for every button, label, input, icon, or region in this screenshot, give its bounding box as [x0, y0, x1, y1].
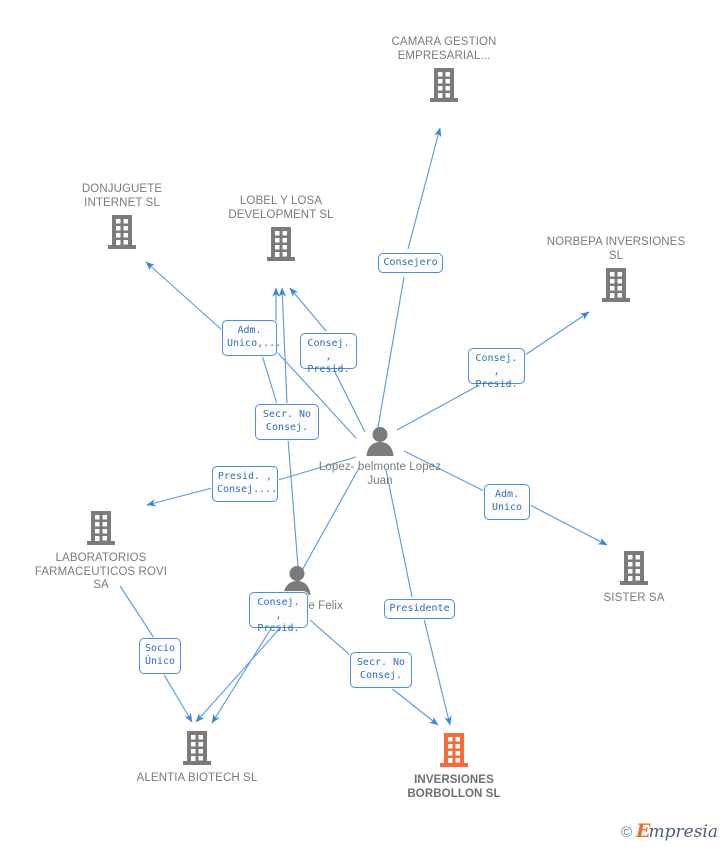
- edge-lopez-norbepa-upper: [524, 311, 590, 356]
- relation-label-consejero[interactable]: Consejero: [378, 253, 443, 273]
- relation-label-consej-presid-norbepa[interactable]: Consej. , Presid.: [468, 348, 525, 390]
- edge-lopez-rovi-left: [146, 487, 213, 507]
- copyright-icon: ©: [620, 823, 633, 841]
- building-icon: [384, 730, 524, 772]
- edge-adm-unico-down: [261, 354, 278, 405]
- edge-lopez-alentia-lower: [211, 626, 273, 724]
- edge-lopez-borbollon-upper: [385, 469, 413, 598]
- node-inversiones-borbollon-sl[interactable]: INVERSIONES BORBOLLON SL: [384, 730, 524, 801]
- edge-socio-alentia: [162, 672, 193, 723]
- relation-label-consej-presid-lobel[interactable]: Consej. , Presid.: [300, 333, 357, 375]
- person-icon: [310, 425, 450, 459]
- edge-merino-secr: [309, 619, 351, 656]
- edge-lopez-borbollon-lower: [423, 618, 452, 726]
- node-camara-gestion-empresarial[interactable]: CAMARA GESTION EMPRESARIAL...: [374, 36, 514, 107]
- node-alentia-biotech-sl[interactable]: ALENTIA BIOTECH SL: [127, 728, 267, 786]
- node-label-lobel: LOBEL Y LOSA DEVELOPMENT SL: [228, 195, 334, 221]
- edge-lopez-lobel-upper: [289, 287, 327, 332]
- edge-lopez-camara-upper: [407, 127, 442, 250]
- edge-rovi-socio: [119, 585, 155, 639]
- edge-merino-alentia: [195, 626, 282, 723]
- node-label-person-lopez: Lopez- belmonte Lopez Juan: [318, 461, 442, 487]
- relation-label-secr-no-consej-lobel[interactable]: Secr. No Consej.: [255, 404, 319, 440]
- node-label-alentia: ALENTIA BIOTECH SL: [136, 772, 258, 784]
- edge-secr-borbollon: [389, 686, 439, 726]
- watermark-brand-rest: mpresia: [648, 822, 719, 842]
- edge-lopez-sister-lower: [529, 504, 608, 546]
- node-label-camara: CAMARA GESTION EMPRESARIAL...: [391, 36, 497, 62]
- edge-merino-lobel-upper: [278, 287, 288, 405]
- building-icon: [211, 224, 351, 266]
- node-label-rovi: LABORATORIOS FARMACEUTICOS ROVI SA: [34, 552, 168, 591]
- relation-label-socio-unico[interactable]: Socio Único: [139, 638, 181, 674]
- node-norbepa-inversiones-sl[interactable]: NORBEPA INVERSIONES SL: [546, 236, 686, 307]
- building-icon: [31, 508, 171, 550]
- relation-label-adm-unico-sister[interactable]: Adm. Unico: [484, 484, 530, 520]
- node-person-lopezbelmonte-lopez-juan[interactable]: Lopez- belmonte Lopez Juan: [310, 425, 450, 488]
- node-label-sister: SISTER SA: [603, 592, 665, 604]
- node-label-norbepa: NORBEPA INVERSIONES SL: [546, 236, 686, 262]
- edge-lopez-camara-lower: [376, 276, 405, 434]
- node-sister-sa[interactable]: SISTER SA: [564, 548, 704, 606]
- person-icon: [227, 564, 367, 598]
- building-icon: [127, 728, 267, 770]
- relation-label-secr-no-consej-borbollon[interactable]: Secr. No Consej.: [350, 652, 412, 688]
- building-icon: [374, 65, 514, 107]
- relation-label-presidente[interactable]: Presidente: [384, 599, 455, 619]
- empresia-watermark: © Empresia: [621, 822, 718, 842]
- node-laboratorios-farmaceuticos-rovi-sa[interactable]: LABORATORIOS FARMACEUTICOS ROVI SA: [31, 508, 171, 593]
- edge-lopez-norbepa-lower: [396, 382, 484, 431]
- relation-label-adm-unico-multi[interactable]: Adm. Unico,...: [222, 320, 281, 356]
- building-icon: [564, 548, 704, 590]
- relation-label-consej-presid-merino[interactable]: Consej. , Presid.: [249, 592, 308, 634]
- edge-lopez-donjuguete-upper: [145, 261, 223, 331]
- relation-label-presid-consej-rovi[interactable]: Presid. , Consej....: [212, 466, 278, 502]
- node-donjuguete-internet-sl[interactable]: DONJUGUETE INTERNET SL: [52, 183, 192, 254]
- node-label-borbollon: INVERSIONES BORBOLLON SL: [407, 774, 501, 800]
- building-icon: [52, 212, 192, 254]
- edge-lopez-lobel-lower: [333, 369, 366, 433]
- node-label-donjuguete: DONJUGUETE INTERNET SL: [81, 183, 163, 209]
- node-lobel-y-losa-development-sl[interactable]: LOBEL Y LOSA DEVELOPMENT SL: [211, 195, 351, 266]
- building-icon: [546, 265, 686, 307]
- watermark-brand-initial: E: [636, 820, 651, 842]
